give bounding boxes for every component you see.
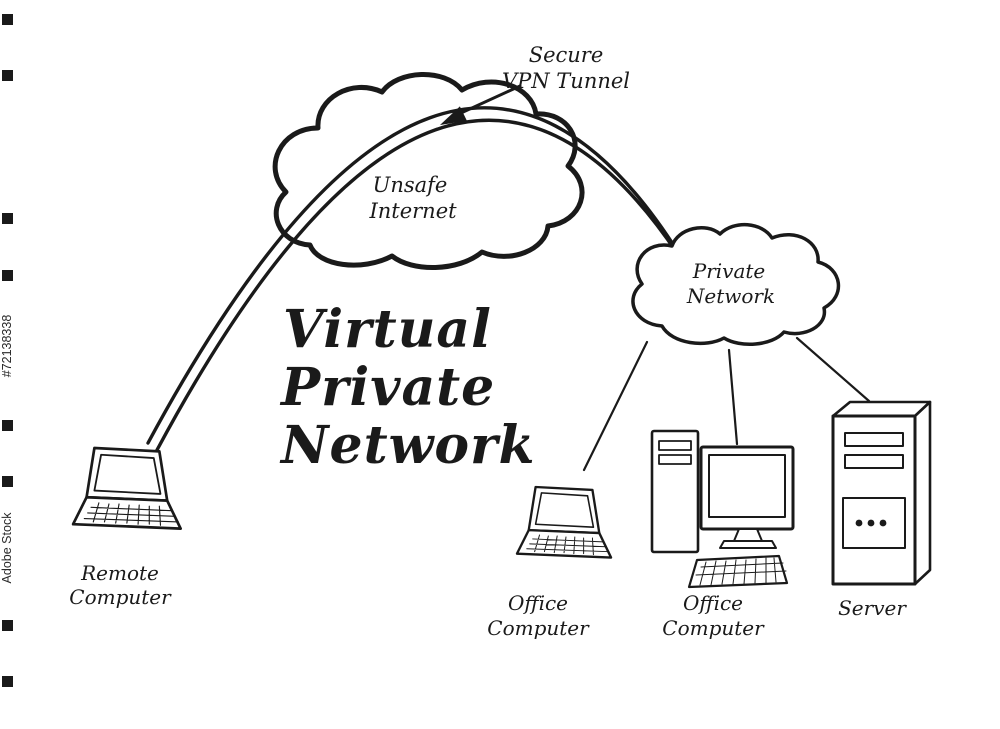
diagram-title: Virtual Private Network bbox=[279, 299, 536, 476]
remote-computer-label-line2: Computer bbox=[69, 585, 172, 609]
unsafe-cloud-label-line1: Unsafe bbox=[373, 173, 448, 197]
server-icon bbox=[831, 400, 932, 586]
unsafe-cloud-label-line2: Internet bbox=[368, 199, 457, 223]
watermark-mark bbox=[2, 270, 13, 281]
server-label: Server bbox=[838, 596, 907, 620]
office-desktop-node: Office Computer bbox=[650, 429, 795, 640]
watermark-mark bbox=[2, 420, 13, 431]
watermark-id: #72138338 bbox=[0, 315, 14, 378]
lan-connections bbox=[582, 336, 871, 472]
desktop-computer-icon bbox=[650, 429, 795, 589]
unsafe-internet-cloud: Unsafe Internet bbox=[272, 72, 585, 271]
title-line2: Private bbox=[279, 357, 495, 418]
office-desktop-label-line2: Computer bbox=[662, 616, 765, 640]
vpn-tunnel bbox=[146, 106, 685, 452]
watermark-mark bbox=[2, 620, 13, 631]
private-cloud-label-line1: Private bbox=[692, 259, 766, 283]
title-line3: Network bbox=[279, 415, 536, 476]
server-node: Server bbox=[831, 400, 932, 620]
tunnel-inner-arc bbox=[155, 118, 685, 452]
office-desktop-label-line1: Office bbox=[683, 591, 743, 615]
title-line1: Virtual bbox=[283, 299, 492, 360]
remote-computer-label-line1: Remote bbox=[80, 561, 159, 585]
laptop-icon bbox=[515, 485, 613, 559]
private-network-cloud: Private Network bbox=[631, 222, 841, 346]
private-cloud-label-line2: Network bbox=[686, 284, 775, 308]
tunnel-label-line1: Secure bbox=[529, 43, 604, 67]
connection-line-office-laptop bbox=[582, 340, 649, 472]
tunnel-arrow-line bbox=[459, 84, 522, 115]
watermark-mark bbox=[2, 676, 13, 687]
watermark-brand: Adobe Stock bbox=[0, 512, 14, 584]
watermark-mark bbox=[2, 70, 13, 81]
connection-line-server bbox=[795, 336, 871, 403]
tunnel-callout: Secure VPN Tunnel bbox=[440, 43, 630, 125]
watermark: #72138338 Adobe Stock bbox=[0, 14, 14, 687]
cloud-icon bbox=[631, 222, 841, 346]
office-laptop-label-line2: Computer bbox=[487, 616, 590, 640]
office-laptop-node: Office Computer bbox=[487, 485, 613, 640]
office-laptop-label-line1: Office bbox=[508, 591, 568, 615]
cloud-icon bbox=[272, 72, 585, 271]
tunnel-outer-arc bbox=[146, 106, 680, 445]
watermark-mark bbox=[2, 213, 13, 224]
remote-computer-node: Remote Computer bbox=[69, 446, 182, 609]
watermark-mark bbox=[2, 476, 13, 487]
watermark-mark bbox=[2, 14, 13, 25]
tunnel-label-line2: VPN Tunnel bbox=[502, 69, 630, 93]
connection-line-office-desktop bbox=[727, 348, 739, 446]
tunnel-arrow-head-icon bbox=[440, 106, 467, 125]
laptop-icon bbox=[71, 446, 182, 530]
